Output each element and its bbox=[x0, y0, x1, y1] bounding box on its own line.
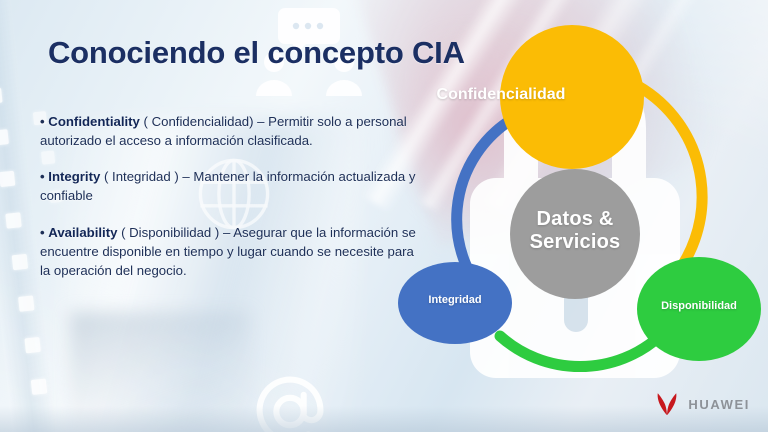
bullet-list: • Confidentiality ( Confidencialidad) – … bbox=[40, 112, 420, 297]
node-confidencialidad bbox=[500, 25, 644, 169]
arc-integridad-disponibilidad bbox=[494, 330, 666, 373]
node-datos-servicios bbox=[510, 169, 640, 299]
list-item: • Availability ( Disponibilidad ) – Aseg… bbox=[40, 223, 420, 280]
cia-triad-diagram: Confidencialidad Integridad Disponibilid… bbox=[392, 18, 768, 378]
huawei-mark-icon bbox=[657, 393, 677, 415]
bullet-term: Availability bbox=[48, 224, 118, 240]
node-integridad bbox=[398, 262, 512, 344]
huawei-logo: HUAWEI bbox=[653, 392, 750, 416]
node-disponibilidad bbox=[637, 257, 761, 361]
bullet-text: ( Confidencialidad) – Permitir solo a pe… bbox=[40, 114, 407, 149]
list-item: • Confidentiality ( Confidencialidad) – … bbox=[40, 112, 420, 150]
bullet-term: Integrity bbox=[48, 169, 101, 185]
list-item: • Integrity ( Integridad ) – Mantener la… bbox=[40, 167, 420, 205]
bullet-text: ( Integridad ) – Mantener la información… bbox=[40, 169, 416, 204]
bullet-text: ( Disponibilidad ) – Asegurar que la inf… bbox=[40, 224, 416, 278]
bullet-marker: • bbox=[40, 169, 45, 185]
background-shadow-wedge bbox=[70, 312, 250, 432]
bullet-term: Confidentiality bbox=[48, 114, 140, 129]
huawei-wordmark: HUAWEI bbox=[688, 396, 750, 412]
page-title: Conociendo el concepto CIA bbox=[48, 35, 465, 70]
bullet-marker: • bbox=[40, 224, 45, 240]
bullet-marker: • bbox=[40, 114, 45, 129]
at-sign-icon bbox=[256, 376, 324, 432]
